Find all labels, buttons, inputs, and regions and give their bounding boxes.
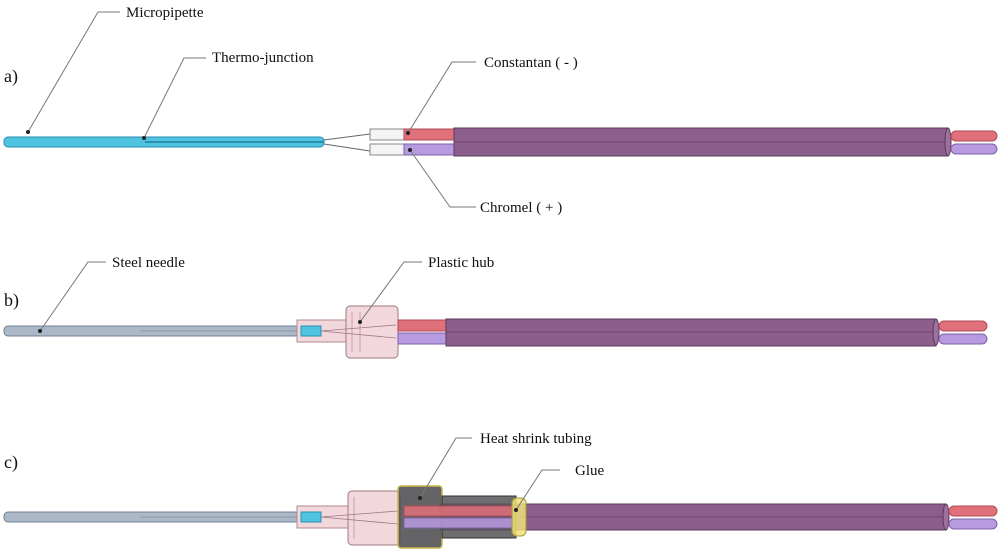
steel-needle-leader bbox=[39, 261, 106, 332]
panel-b-label: b) bbox=[4, 290, 19, 311]
chromel-pointer bbox=[408, 148, 412, 152]
hub-wire-upper-c bbox=[320, 510, 399, 518]
constantan-wire-end bbox=[950, 130, 998, 142]
glue-leader bbox=[515, 469, 560, 511]
panel-a-label: a) bbox=[4, 66, 18, 87]
constantan-wire-end-b bbox=[938, 320, 988, 332]
micropipette-leader bbox=[27, 11, 120, 133]
plastic-hub-c bbox=[347, 490, 401, 546]
plastic-hub-leader bbox=[359, 261, 422, 323]
constantan-pointer bbox=[406, 131, 410, 135]
steel-needle-label: Steel needle bbox=[112, 255, 185, 271]
constantan-wire-end-c bbox=[948, 505, 998, 517]
micropipette-insert bbox=[300, 325, 322, 337]
heat-shrink-leader bbox=[419, 437, 472, 499]
taper-lower bbox=[323, 143, 371, 152]
constantan-label: Constantan ( - ) bbox=[484, 55, 578, 71]
chromel-label: Chromel ( + ) bbox=[480, 200, 562, 216]
chromel-wire-under-shrink bbox=[403, 517, 513, 529]
sheath-end bbox=[944, 127, 952, 157]
chromel-wire-end bbox=[950, 143, 998, 155]
heat-shrink-label: Heat shrink tubing bbox=[480, 431, 592, 447]
heat-shrink-sleeve bbox=[441, 495, 517, 539]
constantan-leader bbox=[407, 61, 476, 134]
panel-a: a) Micropipette Thermo-junction Constant… bbox=[3, 5, 998, 216]
thermo-junction-label: Thermo-junction bbox=[212, 50, 314, 66]
chromel-wire-exposed-b bbox=[397, 332, 447, 345]
chromel-wire-end-c bbox=[948, 518, 998, 530]
heat-shrink-pointer bbox=[418, 496, 422, 500]
hub-wire-lower-c bbox=[320, 516, 399, 525]
hub-wire-upper bbox=[320, 324, 397, 332]
constantan-wire-exposed bbox=[403, 128, 455, 141]
micropipette-insert-c bbox=[300, 511, 322, 523]
micropipette-pointer bbox=[26, 130, 30, 134]
plastic-hub-label: Plastic hub bbox=[428, 255, 494, 271]
chromel-wire-end-b bbox=[938, 333, 988, 345]
constantan-wire-under-shrink bbox=[403, 505, 513, 517]
steel-needle-pointer bbox=[38, 329, 42, 333]
thermo-junction-pointer bbox=[142, 136, 146, 140]
panel-c-label: c) bbox=[4, 452, 18, 473]
constantan-wire-exposed-b bbox=[397, 319, 447, 332]
hub-wire-lower bbox=[320, 330, 397, 339]
glue-pointer bbox=[514, 508, 518, 512]
micropipette-label: Micropipette bbox=[126, 5, 204, 21]
panel-b: b) Steel needle Plastic hub bbox=[3, 255, 988, 359]
plastic-hub-pointer bbox=[358, 320, 362, 324]
connector-lower bbox=[369, 143, 405, 156]
glue-ring bbox=[511, 497, 527, 537]
sheath-end-c bbox=[942, 503, 950, 531]
sheath-end-b bbox=[932, 318, 940, 346]
taper-upper bbox=[323, 133, 371, 141]
connector-upper bbox=[369, 128, 405, 141]
panel-c: c) Heat shrink tubing Glue bbox=[3, 431, 998, 549]
glue-label: Glue bbox=[575, 463, 605, 479]
thermo-junction-leader bbox=[143, 57, 206, 139]
heat-shrink-collar bbox=[397, 485, 443, 549]
plastic-hub bbox=[345, 305, 399, 359]
chromel-leader bbox=[409, 149, 476, 208]
